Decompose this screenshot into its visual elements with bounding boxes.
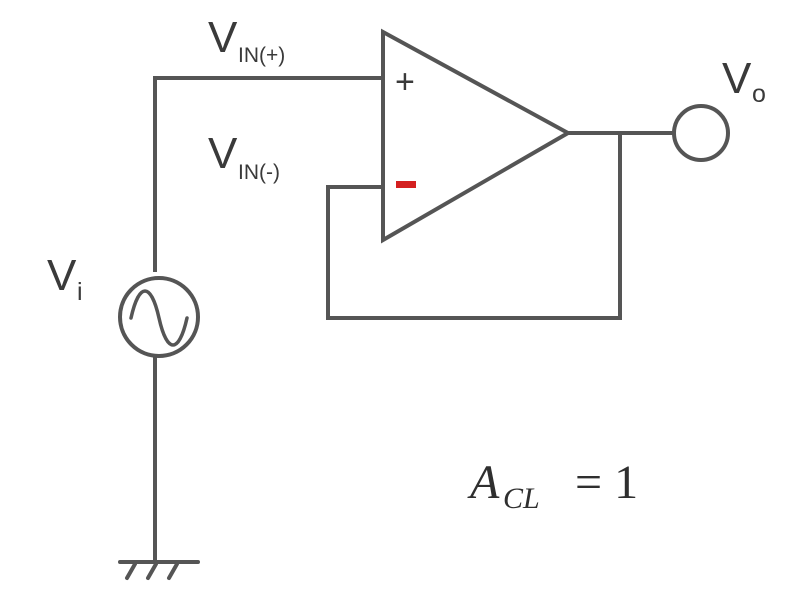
vo-label: V o: [722, 54, 766, 108]
svg-text:V: V: [722, 54, 752, 103]
feedback-wire: [326, 131, 622, 320]
wires: [153, 76, 676, 564]
vin-plus-label: V IN(+): [208, 13, 285, 67]
svg-text:i: i: [77, 278, 83, 306]
ac-source-icon: [118, 276, 200, 358]
svg-text:o: o: [752, 80, 766, 108]
svg-text:V: V: [208, 129, 238, 178]
output-terminal-icon: [672, 104, 730, 162]
op-amp-plus-sign: +: [395, 63, 415, 101]
vin-minus-label: V IN(-): [208, 129, 280, 184]
gain-equation: A CL = 1: [467, 456, 638, 515]
svg-text:A: A: [467, 456, 500, 509]
input-wire: [153, 76, 385, 272]
svg-text:CL: CL: [503, 482, 540, 515]
ground-icon: [118, 560, 200, 580]
svg-text:IN(+): IN(+): [238, 44, 285, 67]
svg-text:= 1: = 1: [575, 456, 638, 509]
vi-label: V i: [47, 251, 83, 306]
svg-text:V: V: [208, 13, 238, 62]
op-amp-minus-sign: [396, 181, 416, 188]
svg-text:V: V: [47, 251, 77, 300]
op-amp-triangle: [381, 28, 573, 244]
svg-text:IN(-): IN(-): [238, 161, 280, 184]
